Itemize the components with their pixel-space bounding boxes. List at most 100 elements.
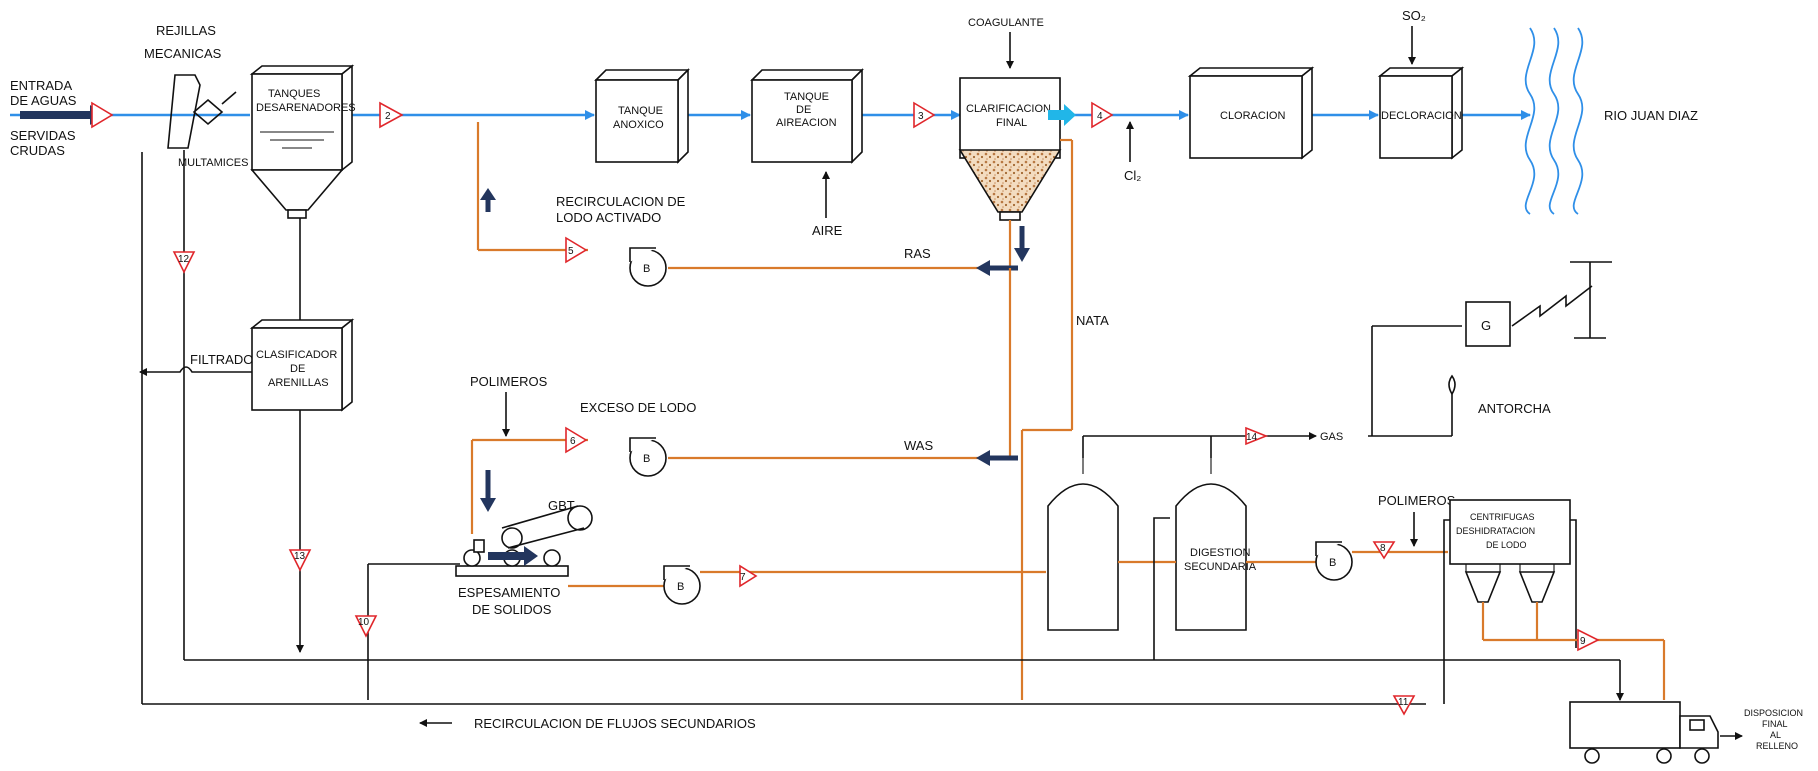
stream-number-3: 3 — [918, 111, 924, 122]
generator-icon — [1465, 301, 1511, 347]
flow-arrow-down-icon-2 — [480, 498, 496, 512]
gbt-label: GBT — [548, 498, 575, 513]
stream-marker-9 — [1577, 628, 1600, 652]
pump-label-ras: B — [643, 263, 650, 275]
clasificador-label-3: ARENILLAS — [268, 377, 329, 389]
pump-label-sludge: B — [677, 581, 684, 593]
stream-marker — [91, 101, 114, 129]
power-tower-icon — [1570, 261, 1612, 339]
digestion-label-2: SECUNDARIA — [1184, 561, 1257, 573]
polimeros-label-2: POLIMEROS — [1378, 493, 1456, 508]
stream-marker-2 — [379, 101, 404, 129]
pump-label-was: B — [643, 453, 650, 465]
rio-label: RIO JUAN DIAZ — [1604, 108, 1698, 123]
stream-marker-12 — [172, 251, 196, 274]
was-pump-icon — [629, 437, 667, 477]
power-line-icon — [1511, 285, 1593, 327]
effluent-arrow-icon — [1048, 104, 1076, 126]
multamices-label: MULTAMICES — [178, 157, 249, 169]
digestion-label-1: DIGESTION — [1190, 547, 1251, 559]
entrada-label-3: SERVIDAS — [10, 128, 76, 143]
stream-number-7: 7 — [740, 572, 746, 583]
recirculacion-label-1: RECIRCULACION DE — [556, 194, 686, 209]
ras-label: RAS — [904, 246, 931, 261]
fine-screen-icon — [192, 98, 224, 126]
stream-number-11: 11 — [1398, 697, 1409, 708]
chlorination-tank — [1187, 66, 1315, 160]
sludge-pump-icon — [663, 565, 701, 605]
exceso-label: EXCESO DE LODO — [580, 400, 696, 415]
stream-marker-5 — [565, 236, 588, 264]
stream-marker-7 — [739, 564, 758, 588]
stream-marker-4 — [1091, 101, 1114, 129]
inlet-arrow-icon — [20, 105, 104, 125]
stream-number-8: 8 — [1380, 543, 1386, 554]
stream-marker-13 — [288, 549, 312, 572]
clasificador-label-1: CLASIFICADOR — [256, 349, 337, 361]
stream-marker-8 — [1372, 541, 1396, 560]
rejillas-label-1: REJILLAS — [156, 23, 216, 38]
gas-line — [1082, 325, 1462, 458]
flow-arrow-left-icon — [976, 260, 990, 276]
decloracion-label: DECLORACION — [1381, 110, 1462, 122]
ras-pump-icon — [629, 247, 667, 287]
stream-marker-6 — [565, 426, 588, 454]
nata-line — [1020, 138, 1074, 700]
stream-number-4: 4 — [1097, 111, 1103, 122]
stream-marker-3 — [913, 101, 936, 129]
dechlorination-tank — [1377, 66, 1465, 160]
stream-number-2: 2 — [385, 111, 391, 122]
clarificacion-label-2: FINAL — [996, 117, 1027, 129]
anoxic-tank — [594, 68, 690, 164]
grit-classifier — [249, 318, 355, 412]
final-clarifier — [958, 77, 1062, 221]
bar-screen-icon — [167, 74, 201, 149]
entrada-label-4: CRUDAS — [10, 143, 65, 158]
centrifugas-label-3: DE LODO — [1486, 540, 1527, 550]
gas-label: GAS — [1320, 431, 1343, 443]
disposicion-label-4: RELLENO — [1756, 741, 1798, 751]
cloracion-label: CLORACION — [1220, 110, 1285, 122]
espesamiento-label-2: DE SOLIDOS — [472, 602, 552, 617]
centrifuges — [1449, 499, 1571, 603]
entrada-label-1: ENTRADA — [10, 78, 72, 93]
nata-label: NATA — [1076, 313, 1109, 328]
clarificacion-label-1: CLARIFICACION — [966, 103, 1051, 115]
stream-number-14: 14 — [1246, 432, 1258, 443]
antorcha-label: ANTORCHA — [1478, 401, 1551, 416]
espesamiento-label-1: ESPESAMIENTO — [458, 585, 560, 600]
anoxico-label-2: ANOXICO — [613, 119, 664, 131]
stream-number-13: 13 — [294, 551, 306, 562]
aeration-tank — [750, 68, 864, 164]
flow-arrow-left-icon-2 — [976, 450, 990, 466]
aire-label: AIRE — [812, 223, 843, 238]
centrate-lines — [1443, 519, 1624, 704]
disposicion-label-1: DISPOSICION — [1744, 708, 1803, 718]
polimeros-label-1: POLIMEROS — [470, 374, 548, 389]
generator-label: G — [1481, 318, 1491, 333]
flow-arrow-down-icon — [1014, 248, 1030, 262]
centrifugas-label-2: DESHIDRATACION — [1456, 526, 1535, 536]
entrada-label-2: DE AGUAS — [10, 93, 77, 108]
rejillas-label-2: MECANICAS — [144, 46, 222, 61]
stream-number-9: 9 — [1580, 636, 1586, 647]
cake-line — [1481, 602, 1666, 700]
digested-pump-icon — [1315, 541, 1353, 581]
aireacion-label-3: AIREACION — [776, 117, 837, 129]
primary-digester — [1047, 458, 1119, 631]
disposicion-label-3: AL — [1770, 730, 1781, 740]
clasificador-label-2: DE — [290, 363, 305, 375]
stream-number-5: 5 — [568, 246, 574, 257]
river-icon — [1524, 27, 1584, 215]
secondary-flow-lines — [139, 150, 1620, 705]
truck-icon — [1569, 701, 1719, 764]
coagulante-label: COAGULANTE — [968, 17, 1044, 29]
desarenadores-label-2: DESARENADORES — [256, 102, 356, 114]
flow-arrow-right-icon — [488, 546, 538, 566]
stream-number-12: 12 — [178, 254, 190, 265]
stream-number-6: 6 — [570, 436, 576, 447]
stream-marker-10 — [354, 615, 378, 638]
disposicion-label-2: FINAL — [1762, 719, 1788, 729]
thickened-sludge-line — [568, 570, 1046, 588]
